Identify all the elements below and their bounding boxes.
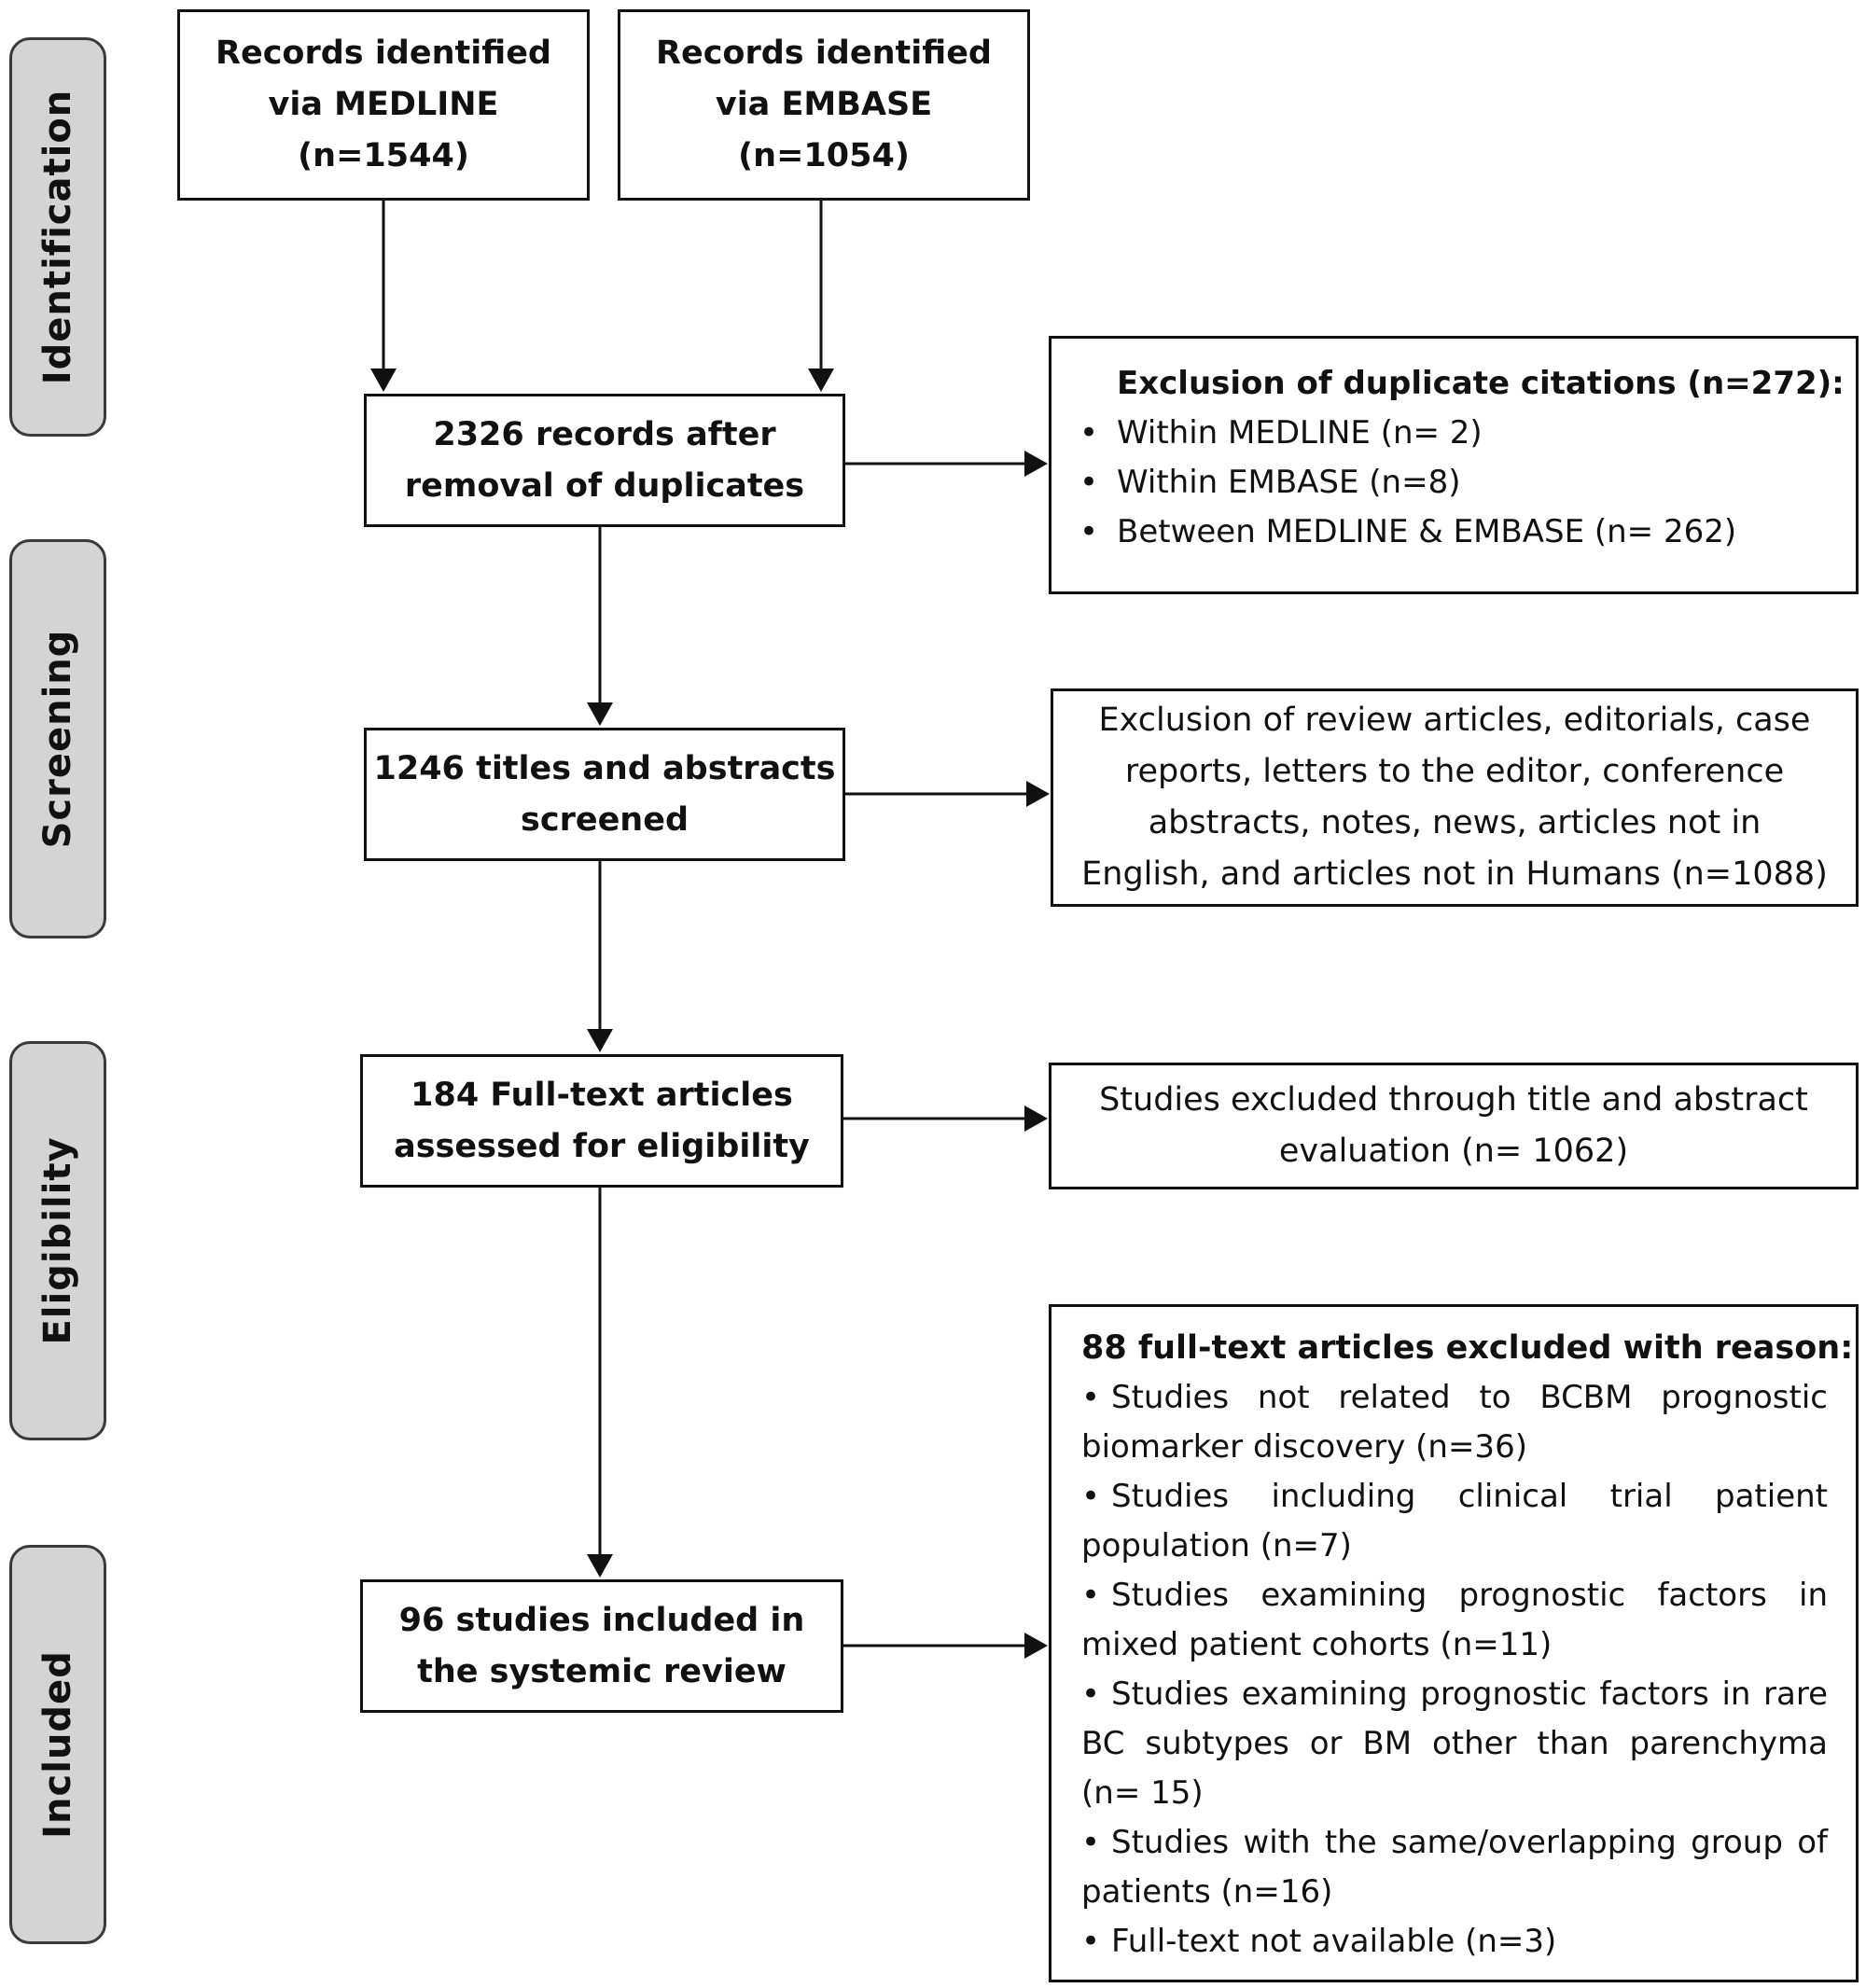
full-text-exclusion-list: Studies not related to BCBM prognostic b… xyxy=(1081,1373,1828,1967)
after-duplicates-line: removal of duplicates xyxy=(404,466,805,505)
arrowhead xyxy=(1024,451,1048,477)
included-studies-line: the systemic review xyxy=(417,1652,787,1690)
included-studies-box: 96 studies included in the systemic revi… xyxy=(360,1579,843,1713)
screening-exclusion-line: Exclusion of review articles, editorials… xyxy=(1098,702,1811,739)
after-duplicates-box: 2326 records after removal of duplicates xyxy=(364,394,845,527)
duplicate-exclusion-box: Exclusion of duplicate citations (n=272)… xyxy=(1049,336,1859,594)
duplicate-exclusion-heading: Exclusion of duplicate citations (n=272)… xyxy=(1117,365,1845,402)
screening-exclusion-line: abstracts, notes, news, articles not in xyxy=(1148,804,1762,841)
screened-line: 1246 titles and abstracts xyxy=(373,749,836,787)
list-item: Studies examining prognostic factors in … xyxy=(1081,1670,1828,1818)
embase-line: Records identified xyxy=(656,35,992,72)
arrowhead xyxy=(1024,1633,1048,1659)
arrowhead xyxy=(370,368,397,392)
after-duplicates-line: 2326 records after xyxy=(433,415,776,453)
embase-count: (n=1054) xyxy=(738,137,910,174)
list-item: Within MEDLINE (n= 2) xyxy=(1079,409,1856,458)
screening-exclusion-box: Exclusion of review articles, editorials… xyxy=(1051,688,1859,907)
list-item: Studies with the same/overlapping group … xyxy=(1081,1818,1828,1917)
list-item: Within EMBASE (n=8) xyxy=(1079,458,1856,507)
screening-exclusion-line: English, and articles not in Humans (n=1… xyxy=(1081,855,1828,893)
screening-exclusion-line: reports, letters to the editor, conferen… xyxy=(1124,753,1785,790)
embase-records-box: Records identified via EMBASE (n=1054) xyxy=(618,9,1030,201)
duplicate-exclusion-list: Within MEDLINE (n= 2) Within EMBASE (n=8… xyxy=(1079,409,1856,557)
arrowhead xyxy=(1024,1105,1048,1132)
embase-line: via EMBASE xyxy=(715,86,933,123)
medline-records-box: Records identified via MEDLINE (n=1544) xyxy=(177,9,590,201)
arrowhead xyxy=(587,1029,613,1052)
full-text-assessed-line: 184 Full-text articles xyxy=(411,1076,793,1114)
list-item: Between MEDLINE & EMBASE (n= 262) xyxy=(1079,507,1856,557)
title-abstract-exclusion-line: evaluation (n= 1062) xyxy=(1278,1133,1629,1170)
arrowhead xyxy=(587,1554,613,1578)
arrowhead xyxy=(808,368,834,392)
medline-count: (n=1544) xyxy=(298,137,469,174)
screened-line: screened xyxy=(520,800,689,839)
full-text-assessed-line: assessed for eligibility xyxy=(394,1127,810,1165)
full-text-assessed-box: 184 Full-text articles assessed for elig… xyxy=(360,1054,843,1188)
title-abstract-exclusion-line: Studies excluded through title and abstr… xyxy=(1099,1081,1808,1119)
stage-eligibility: Eligibility xyxy=(9,1041,106,1440)
stage-included: Included xyxy=(9,1545,106,1944)
list-item: Studies examining prognostic factors in … xyxy=(1081,1571,1828,1670)
arrowhead xyxy=(1026,781,1050,807)
arrowhead xyxy=(587,702,613,726)
medline-line: Records identified xyxy=(216,35,551,72)
medline-line: via MEDLINE xyxy=(268,86,499,123)
list-item: Studies including clinical trial patient… xyxy=(1081,1472,1828,1571)
stage-screening: Screening xyxy=(9,539,106,938)
full-text-exclusion-heading: 88 full-text articles excluded with reas… xyxy=(1081,1329,1854,1367)
screened-box: 1246 titles and abstracts screened xyxy=(364,728,845,861)
list-item: Full-text not available (n=3) xyxy=(1081,1917,1828,1967)
stage-identification: Identification xyxy=(9,37,106,437)
full-text-exclusion-box: 88 full-text articles excluded with reas… xyxy=(1049,1304,1859,1982)
list-item: Studies not related to BCBM prognostic b… xyxy=(1081,1373,1828,1472)
included-studies-line: 96 studies included in xyxy=(398,1601,805,1639)
title-abstract-exclusion-box: Studies excluded through title and abstr… xyxy=(1049,1063,1859,1189)
